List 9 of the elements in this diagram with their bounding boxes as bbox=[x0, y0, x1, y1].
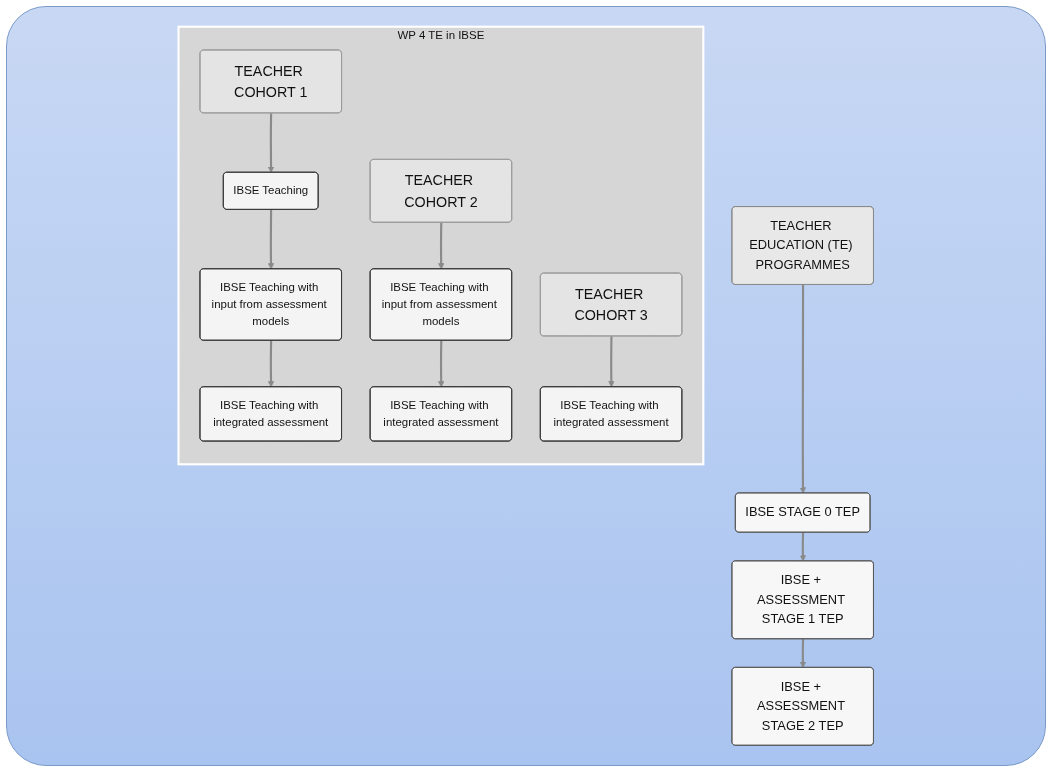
arrow bbox=[438, 222, 445, 270]
arrow bbox=[799, 639, 807, 668]
arrow bbox=[267, 209, 275, 270]
arrow bbox=[267, 113, 275, 173]
arrow bbox=[608, 336, 615, 388]
arrow bbox=[267, 340, 275, 388]
arrow bbox=[799, 532, 807, 562]
arrow bbox=[799, 284, 807, 494]
arrow bbox=[438, 340, 445, 388]
